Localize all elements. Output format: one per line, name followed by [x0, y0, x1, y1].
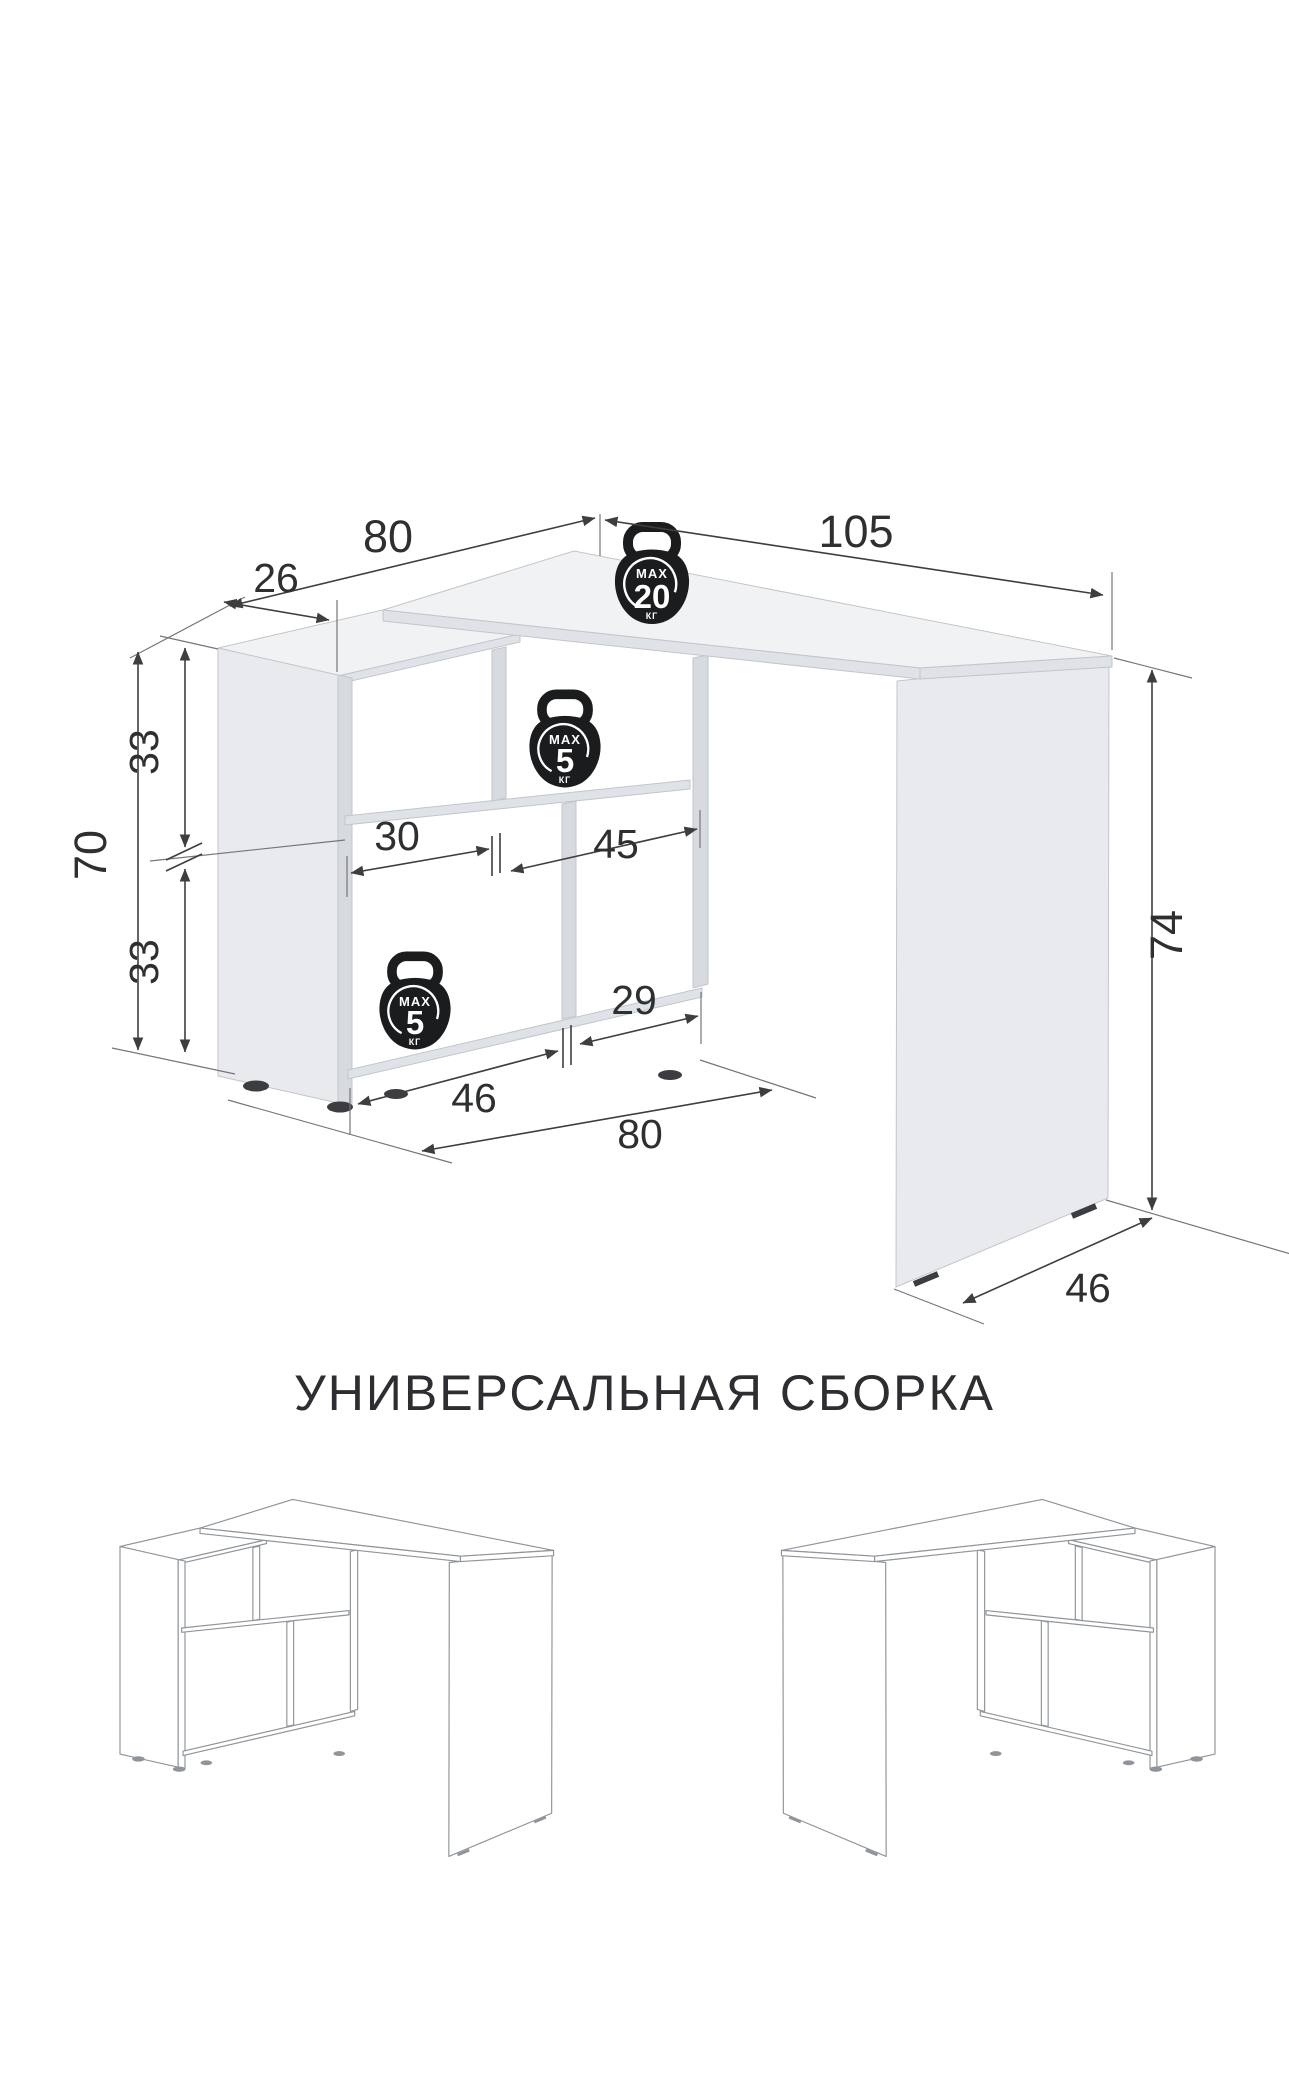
dim-desk-height-label: 74: [1141, 910, 1192, 960]
kettlebell-5-max-label: MAX: [549, 732, 581, 747]
dim-cell-upper-right-label: 45: [593, 821, 639, 867]
kettlebell-5kg-icon-middle: MAX 5 КГ: [529, 694, 600, 787]
assembly-variant-right: [781, 1499, 1215, 1857]
kettlebell-5kg-icon-bottom: MAX 5 КГ: [379, 956, 450, 1049]
assembly-variant-left: [120, 1499, 554, 1857]
dim-upper-cell-height-label: 33: [121, 729, 167, 775]
dim-cell-upper-left-label: 30: [374, 813, 420, 859]
dim-shelf-top-width-label: 80: [363, 511, 413, 562]
kettlebell-5-value: 5: [556, 742, 574, 779]
kettlebell-20-unit: КГ: [646, 611, 659, 621]
kettlebell-20kg-icon: MAX 20 КГ: [615, 527, 689, 624]
dim-shelf-top-depth-label: 26: [253, 555, 299, 601]
main-diagram-furniture: [218, 551, 1112, 1287]
page-title: УНИВЕРСАЛЬНАЯ СБОРКА: [294, 1365, 995, 1421]
kettlebell-5b-unit: КГ: [409, 1037, 422, 1047]
extension-lines: [111, 514, 1289, 1325]
kettlebell-5b-value: 5: [406, 1004, 424, 1041]
kettlebell-5b-max-label: MAX: [399, 994, 431, 1009]
dimension-lines: [132, 515, 1158, 1304]
dim-shelf-bottom-width-label: 80: [617, 1111, 663, 1157]
dim-lower-cell-height-label: 33: [121, 939, 167, 985]
dim-shelf-height-label: 70: [65, 830, 116, 880]
dim-cell-lower-right-label: 29: [611, 977, 657, 1023]
dim-desk-width-label: 105: [818, 506, 893, 557]
kettlebell-20-value: 20: [634, 578, 671, 615]
kettlebell-5-unit: КГ: [559, 775, 572, 785]
dim-desk-depth-label: 46: [1065, 1265, 1111, 1311]
dim-cell-lower-left-label: 46: [451, 1075, 497, 1121]
